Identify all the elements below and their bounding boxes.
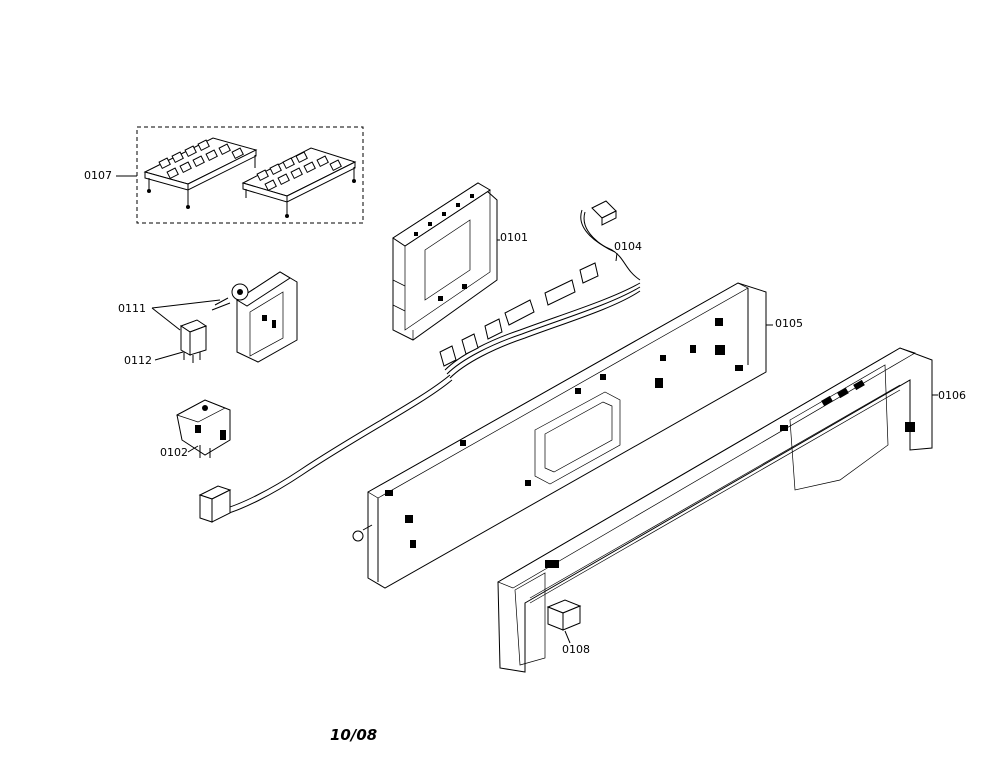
part-0105-control-panel: [352, 282, 773, 589]
revision-date: 10/08: [330, 726, 378, 744]
callout-0108: 0108: [562, 643, 590, 656]
callout-0106: 0106: [938, 389, 966, 402]
part-0101-control-module: [392, 182, 500, 341]
callout-0102: 0102: [160, 446, 188, 459]
part-0112-relay: [154, 319, 208, 363]
callout-0111: 0111: [118, 302, 146, 315]
part-0102-selector-switch: [176, 399, 231, 458]
part-0104-wiring-harness: [198, 200, 641, 523]
part-0108-end-cap: [546, 599, 582, 644]
callout-0105: 0105: [775, 317, 803, 330]
callout-0104: 0104: [614, 240, 642, 253]
callout-0101: 0101: [500, 231, 528, 244]
callout-0107: 0107: [84, 169, 112, 182]
part-0106-fascia-panel: [497, 347, 938, 673]
callout-0112: 0112: [124, 354, 152, 367]
part-0111-switch-assembly: [151, 271, 298, 363]
part-0107-button-set: [116, 126, 364, 224]
